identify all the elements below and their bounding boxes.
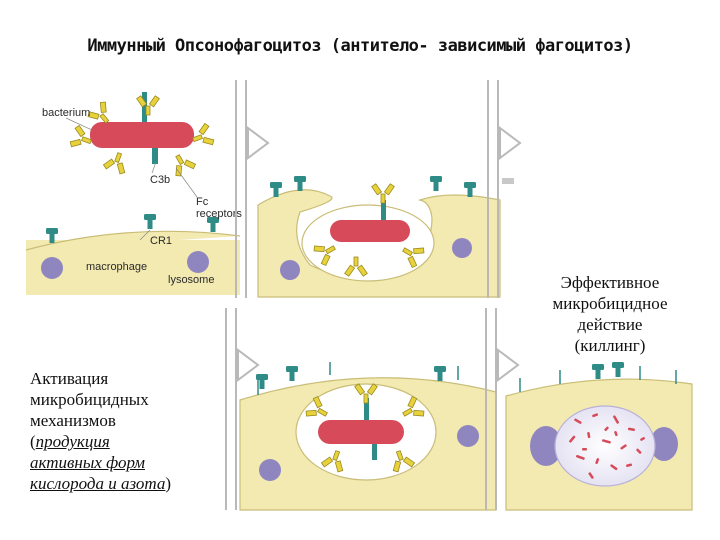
arrow-step-2	[487, 80, 522, 298]
phagolysosome	[554, 405, 656, 487]
caption-line: Активация	[30, 369, 109, 388]
receptor	[294, 176, 306, 191]
receptor	[430, 176, 442, 191]
fc-receptors-label-2: receptors	[196, 208, 242, 220]
caption-line: микробицидных	[30, 390, 149, 409]
caption-line: механизмов	[30, 411, 116, 430]
page-title: Иммунный Опсонофагоцитоз (антитело- зави…	[87, 36, 633, 56]
panel-killing	[505, 362, 693, 511]
lysosome	[259, 459, 281, 481]
panel-opsonized-bacterium: bacterium C3b Fc receptors CR1 macrophag…	[25, 92, 242, 295]
caption-killing: Эффективное микробицидное действие (килл…	[520, 272, 700, 356]
antibody	[102, 149, 131, 176]
fused-lysosome	[530, 426, 562, 466]
paren-close: )	[165, 474, 172, 493]
lysosome	[41, 257, 63, 279]
antibody	[136, 95, 160, 116]
arrow-step-1	[235, 80, 270, 298]
c3b-label: C3b	[150, 174, 170, 186]
receptor	[592, 364, 604, 379]
caption-italic-line: активных форм	[30, 453, 145, 472]
macrophage-label: macrophage	[86, 261, 147, 273]
bacterium	[90, 92, 194, 164]
fc-receptor	[144, 214, 156, 229]
antibody	[167, 149, 198, 179]
lysosome	[187, 251, 209, 273]
receptor-stalk	[152, 148, 158, 164]
fused-lysosome	[650, 427, 678, 461]
panel-engulfment	[257, 176, 501, 298]
lysosome-label: lysosome	[168, 274, 214, 286]
phagosome	[301, 204, 435, 282]
receptor-stalk	[142, 92, 147, 122]
bacterium	[318, 420, 404, 444]
arrow-step-3	[225, 308, 260, 510]
lysosome	[457, 425, 479, 447]
macrophage-membrane	[25, 230, 241, 251]
caption-line: Эффективное	[560, 273, 660, 292]
antibody	[371, 183, 395, 204]
panel-phagolysosome	[239, 362, 497, 511]
cr1-label: CR1	[150, 235, 172, 247]
lysosome	[280, 260, 300, 280]
caption-activation: Активация микробицидных механизмов (прод…	[30, 368, 210, 494]
caption-line: действие	[577, 315, 643, 334]
arrow-step-4	[485, 308, 520, 510]
caption-italic-line: продукция	[35, 432, 110, 451]
receptor	[434, 366, 446, 381]
bacterium	[330, 220, 410, 242]
caption-line: микробицидное	[552, 294, 668, 313]
lysosome	[452, 238, 472, 258]
fc-receptors-label: Fc	[196, 196, 209, 208]
caption-italic-line: кислорода и азота	[30, 474, 166, 493]
paren-open: (	[30, 432, 36, 451]
bacterial-fragments	[569, 413, 645, 479]
bacterium-label: bacterium	[42, 107, 90, 119]
receptor	[286, 366, 298, 381]
caption-line: (киллинг)	[574, 336, 646, 355]
receptor	[612, 362, 624, 377]
